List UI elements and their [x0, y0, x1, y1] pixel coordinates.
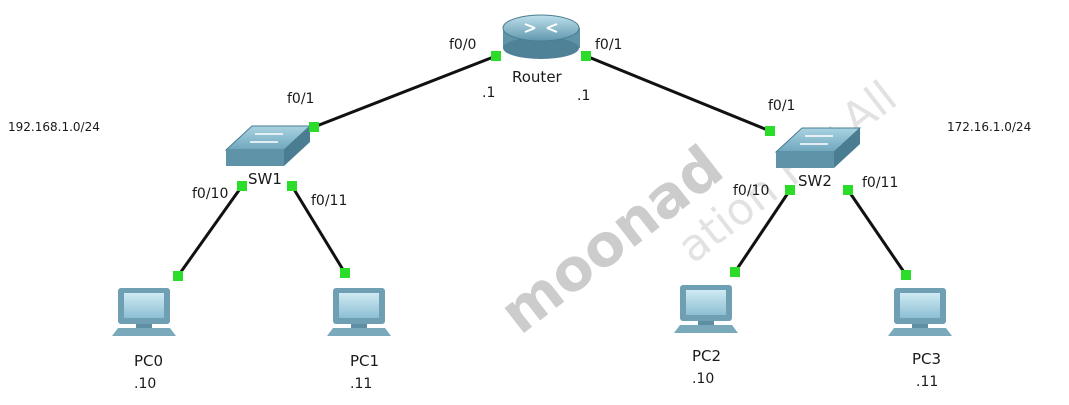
port-led — [901, 270, 911, 280]
router-name: Router — [512, 68, 563, 86]
pc3-name: PC3 — [912, 350, 941, 368]
router-top — [502, 14, 580, 42]
sw1-side — [284, 126, 310, 166]
port-led — [237, 181, 247, 191]
switch-sw2[interactable]: SW2 — [774, 127, 862, 190]
router-port-right: f0/1 — [595, 37, 622, 53]
keyboard-icon — [888, 328, 952, 336]
screen-icon — [339, 293, 379, 318]
port-led — [730, 267, 740, 277]
screen-icon — [686, 290, 726, 315]
router-port-left: f0/0 — [449, 37, 476, 53]
pc2-ip: .10 — [692, 371, 714, 387]
sw2-uplink-port: f0/1 — [768, 98, 795, 114]
link-router-sw2 — [585, 54, 771, 133]
pc-pc1[interactable]: PC1 .11 — [327, 288, 391, 392]
port-led — [309, 122, 319, 132]
sw1-front — [226, 150, 284, 166]
port-leds — [173, 51, 911, 281]
switch-arrows-icon — [250, 133, 283, 143]
sw2-port-b: f0/11 — [862, 175, 898, 191]
port-led — [581, 51, 591, 61]
link-sw2-pc2 — [733, 189, 792, 273]
screen-icon — [124, 293, 164, 318]
network-left: 192.168.1.0/24 — [8, 120, 100, 134]
router[interactable]: Router — [502, 14, 580, 86]
router-arrows-icon — [524, 23, 558, 33]
keyboard-icon — [112, 328, 176, 336]
pc-pc2[interactable]: PC2 .10 — [674, 285, 738, 387]
keyboard-icon — [674, 325, 738, 333]
pc-pc3[interactable]: PC3 .11 — [888, 288, 952, 390]
network-right: 172.16.1.0/24 — [947, 120, 1031, 134]
port-led — [287, 181, 297, 191]
router-ip-right: .1 — [577, 88, 590, 104]
keyboard-icon — [327, 328, 391, 336]
router-ip-left: .1 — [482, 85, 495, 101]
switch-sw1[interactable]: SW1 — [224, 125, 312, 188]
sw1-name: SW1 — [248, 170, 282, 188]
sw1-port-b: f0/11 — [311, 193, 347, 209]
sw1-port-a: f0/10 — [192, 186, 228, 202]
sw2-name: SW2 — [798, 172, 832, 190]
links — [176, 54, 908, 277]
pc0-ip: .10 — [134, 376, 156, 392]
pc3-ip: .11 — [916, 374, 938, 390]
screen-icon — [900, 293, 940, 318]
switch-arrows-icon — [800, 135, 833, 145]
port-led — [843, 185, 853, 195]
port-led — [785, 185, 795, 195]
pc-pc0[interactable]: PC0 .10 — [112, 288, 176, 392]
port-led — [340, 268, 350, 278]
pc1-ip: .11 — [350, 376, 372, 392]
pc1-name: PC1 — [350, 352, 379, 370]
pc2-name: PC2 — [692, 347, 721, 365]
link-router-sw1 — [313, 54, 497, 129]
pc0-name: PC0 — [134, 352, 163, 370]
port-led — [765, 126, 775, 136]
link-sw1-pc1 — [290, 185, 347, 274]
sw1-uplink-port: f0/1 — [287, 91, 314, 107]
sw2-side — [834, 128, 860, 168]
link-sw2-pc3 — [846, 189, 908, 276]
link-sw1-pc0 — [176, 185, 244, 277]
sw2-front — [776, 152, 834, 168]
sw2-port-a: f0/10 — [733, 183, 769, 199]
port-led — [491, 51, 501, 61]
router-base — [503, 37, 579, 59]
port-led — [173, 271, 183, 281]
